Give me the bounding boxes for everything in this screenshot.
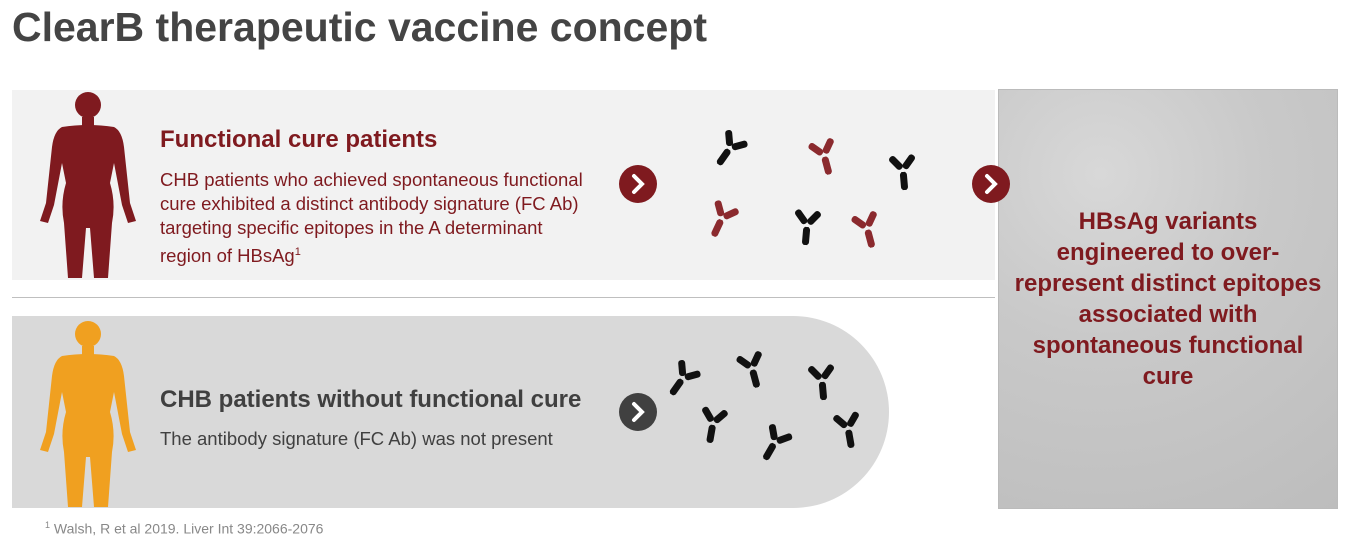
description-text: CHB patients who achieved spontaneous fu… (160, 169, 583, 267)
antibody-icon (695, 404, 730, 446)
hbsag-variants-box: HBsAg variants engineered to over-repres… (998, 89, 1338, 509)
antibody-icon (700, 197, 742, 243)
footnote: 1 Walsh, R et al 2019. Liver Int 39:2066… (45, 520, 323, 537)
antibody-icon (887, 152, 919, 192)
functional-cure-heading: Functional cure patients (160, 126, 438, 153)
chevron-right-icon (972, 165, 1010, 203)
footnote-ref: 1 (294, 246, 301, 258)
footnote-text: Walsh, R et al 2019. Liver Int 39:2066-2… (53, 520, 324, 537)
footnote-marker: 1 (45, 520, 51, 530)
antibody-icon (706, 126, 751, 173)
no-cure-panel (12, 316, 889, 508)
functional-cure-description: CHB patients who achieved spontaneous fu… (160, 168, 590, 268)
antibody-icon (831, 409, 866, 451)
figures-layer (40, 92, 919, 507)
functional-cure-panel (12, 90, 995, 280)
page-title: ClearB therapeutic vaccine concept (12, 4, 707, 50)
antibody-icon (659, 356, 704, 403)
no-cure-description: The antibody signature (FC Ab) was not p… (160, 428, 553, 449)
antibody-icon (806, 135, 843, 179)
antibody-icon (849, 208, 886, 252)
antibody-icon (806, 362, 838, 402)
no-cure-heading: CHB patients without functional cure (160, 386, 582, 413)
chevron-right-icon (619, 165, 657, 203)
hbsag-variants-text: HBsAg variants engineered to over-repres… (1014, 208, 1322, 390)
antibody-icon (752, 420, 796, 467)
patient-silhouette-orange (40, 321, 136, 507)
divider (12, 297, 995, 298)
antibody-icon (791, 207, 823, 247)
patient-silhouette-red (40, 92, 136, 278)
antibody-icon (734, 348, 771, 392)
chevron-right-icon (619, 393, 657, 431)
